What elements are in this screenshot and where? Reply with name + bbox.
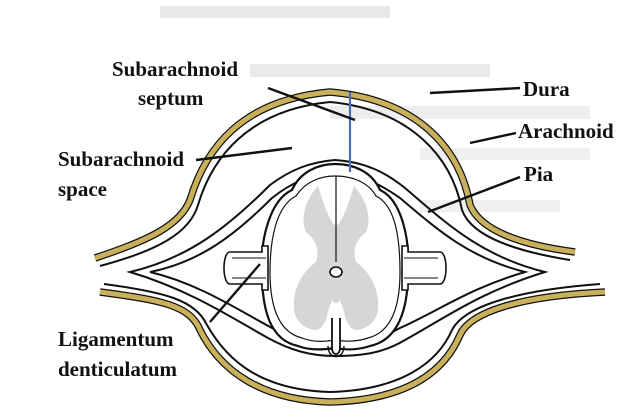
anterior-median-fissure xyxy=(332,318,340,354)
label-subarachnoid-septum-1: Subarachnoid xyxy=(112,57,238,81)
label-ligamentum-2: denticulatum xyxy=(58,357,178,381)
label-subarachnoid-space-2: space xyxy=(58,177,107,201)
ligamentum-denticulatum-left xyxy=(224,246,268,290)
label-ligamentum-1: Ligamentum xyxy=(58,327,174,351)
label-subarachnoid-space-1: Subarachnoid xyxy=(58,147,184,171)
spinal-cord xyxy=(262,164,409,357)
ligamentum-denticulatum-right xyxy=(402,246,446,290)
faint-text-block xyxy=(330,106,590,119)
label-pia: Pia xyxy=(524,162,554,186)
label-subarachnoid-septum-2: septum xyxy=(138,86,204,110)
central-canal xyxy=(330,267,342,277)
faint-text-block xyxy=(250,64,490,77)
label-arachnoid: Arachnoid xyxy=(518,119,614,143)
leader-arachnoid xyxy=(470,133,516,143)
leader-dura xyxy=(430,88,520,93)
faint-text-block xyxy=(160,6,390,18)
label-dura: Dura xyxy=(523,77,570,101)
